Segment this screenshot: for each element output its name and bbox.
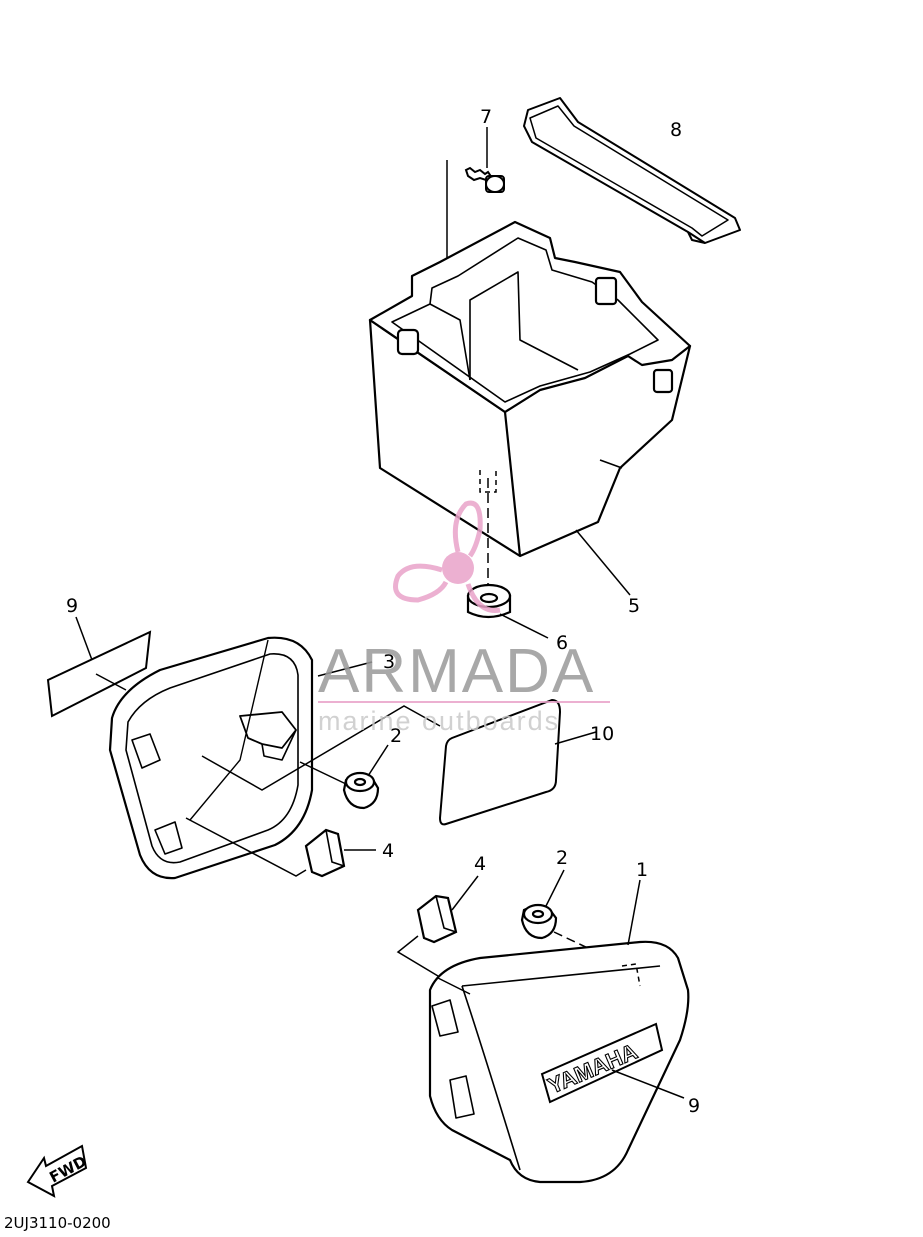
clip-lower [416,894,458,944]
leader-2-lower [545,869,565,907]
callout-5: 5 [628,595,640,617]
callout-3: 3 [383,651,395,673]
diagram-code: 2UJ3110-0200 [4,1214,111,1232]
hidden-peg [479,470,497,493]
leader-9-lower [611,1069,685,1099]
guide-line-9 [95,673,127,691]
battery-band [523,97,741,244]
fwd-arrow-icon: FWD [26,1144,90,1198]
callout-7: 7 [480,106,492,128]
leader-3 [317,661,373,677]
callout-1: 1 [636,859,648,881]
callout-2-upper: 2 [390,725,402,747]
leader-10 [554,731,597,745]
leader-4-lower [451,875,479,911]
guide-line-1 [437,977,471,995]
leader-2-upper [367,744,389,777]
battery-box [368,220,692,558]
callout-4-lower: 4 [474,853,486,875]
callout-9-upper: 9 [66,595,78,617]
callout-6: 6 [556,632,568,654]
guide-line-3 [201,705,441,791]
watermark-title: ARMADA [318,637,595,706]
leader-5 [575,529,631,596]
grommet-upper [342,771,380,810]
guide-line-4 [185,817,307,877]
guide-line-2 [299,761,347,785]
bolt [464,166,505,193]
callout-4-upper: 4 [382,840,394,862]
watermark: ARMADA marine outboards [318,500,610,736]
guide-line-4-lower [396,935,439,977]
damper [466,583,512,619]
callout-8: 8 [670,119,682,141]
leader-1 [627,879,641,946]
clip-upper [304,828,346,878]
propeller-logo-icon [393,500,501,613]
side-cover-left [108,636,314,880]
callout-2-lower: 2 [556,847,568,869]
leader-6 [499,613,549,639]
leader-9-upper [75,616,93,661]
emblem-plate-upper [46,630,152,718]
grommet-lower [520,903,558,940]
cushion-pad [438,698,562,826]
callout-10: 10 [590,723,614,745]
watermark-subtitle: marine outboards [318,706,560,736]
callout-9-lower: 9 [688,1095,700,1117]
side-cover-right [428,940,690,1184]
